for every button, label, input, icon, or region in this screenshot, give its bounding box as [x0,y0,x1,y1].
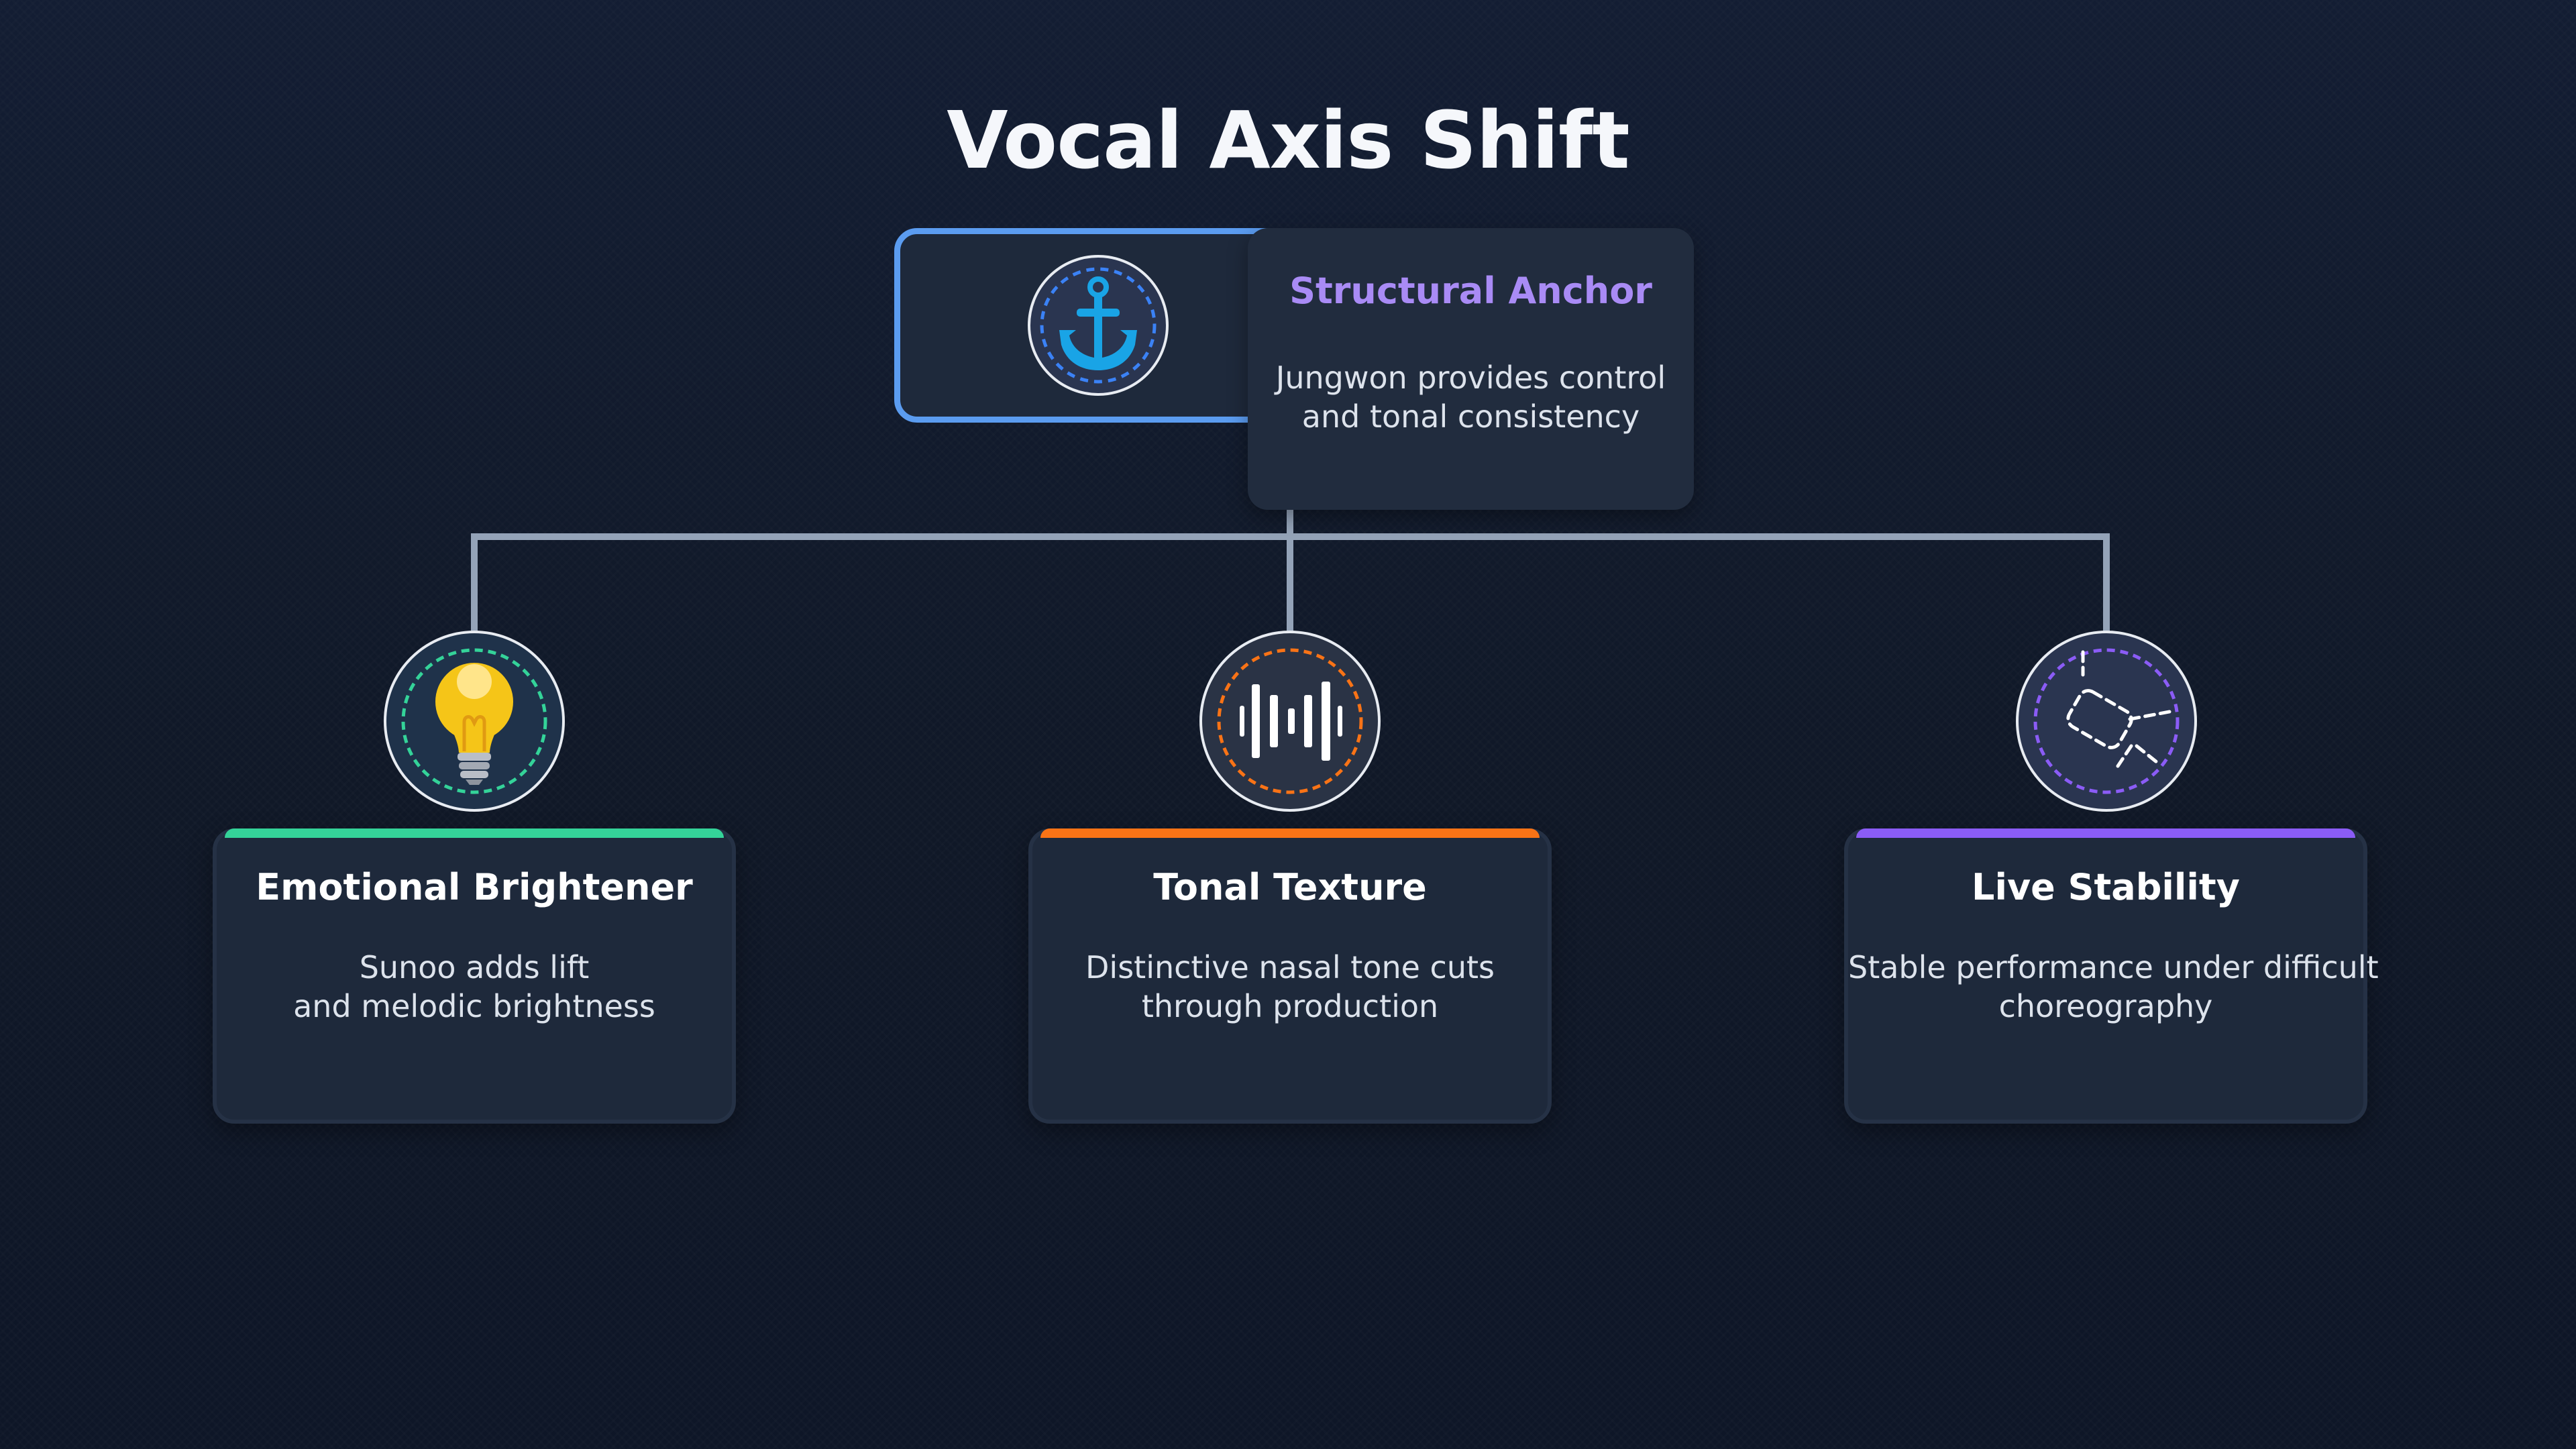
stability-icon [2016,631,2197,812]
child-description-line: choreography [1998,988,2213,1024]
root-description-line: and tonal consistency [1301,398,1640,435]
child-description-line: through production [1141,988,1439,1024]
child-card-tonal-texture: Tonal Texture Distinctive nasal tone cut… [1028,828,1552,1124]
child-description-line: Stable performance under difficult [1848,949,2379,985]
child-description-line: and melodic brightness [293,988,655,1024]
child-card-live-stability: Live Stability Stable performance under … [1844,828,2379,1124]
child-title: Tonal Texture [1153,866,1427,908]
root-node-title: Structural Anchor [1289,270,1652,312]
child-description-line: Distinctive nasal tone cuts [1085,949,1495,985]
lightbulb-icon [384,631,565,812]
anchor-icon [1028,255,1169,396]
card-accent-bar [225,828,724,838]
waveform-icon [1199,631,1381,812]
root-node-text-panel [1248,228,1694,510]
root-node-description: Jungwon provides control and tonal consi… [1248,358,1694,436]
child-title: Live Stability [1972,866,2240,908]
card-accent-bar [1040,828,1540,838]
diagram-title: Vocal Axis Shift [947,94,1629,186]
card-accent-bar [1856,828,2355,838]
child-card-emotional-brightener: Emotional Brightener Sunoo adds lift and… [213,828,736,1124]
root-description-line: Jungwon provides control [1275,360,1666,396]
child-description: Stable performance under difficult chore… [1848,948,2379,1026]
child-description: Distinctive nasal tone cuts through prod… [1032,948,1548,1026]
child-description-line: Sunoo adds lift [359,949,590,985]
child-description: Sunoo adds lift and melodic brightness [217,948,732,1026]
child-title: Emotional Brightener [256,866,693,908]
